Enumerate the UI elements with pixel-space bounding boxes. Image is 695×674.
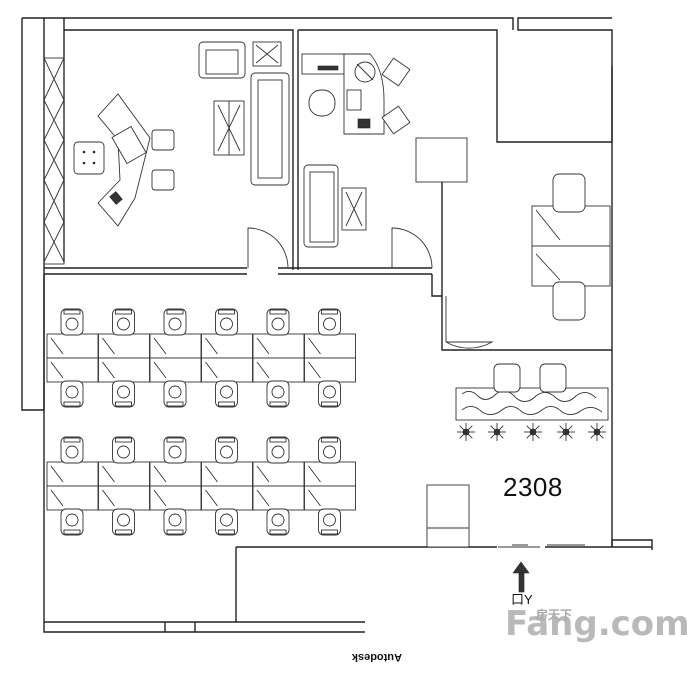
workstation-desk [201, 461, 253, 511]
potted-plant-icon [588, 423, 606, 441]
manager-desks [531, 173, 611, 321]
door-swings [247, 227, 585, 548]
desk-chair-icon [318, 380, 341, 408]
entrance-label: 口Y [511, 592, 533, 607]
workstation-desk [98, 333, 150, 383]
workstations-top [46, 308, 356, 408]
workstation-desk [252, 333, 305, 383]
desk-chair-icon [318, 508, 341, 536]
workstation-desk [149, 333, 202, 383]
desk-chair-icon [266, 508, 290, 536]
wall-cabinet [43, 57, 65, 265]
sofa-set-1 [198, 41, 290, 186]
desk-chair-icon [112, 436, 135, 464]
potted-plant-icon [488, 423, 506, 441]
desk-chair-icon [60, 380, 84, 408]
desk-chair-icon [266, 436, 290, 464]
desk-chair-icon [60, 308, 84, 336]
desk-chair-icon [318, 308, 341, 336]
reception-counter [455, 363, 609, 441]
desk-chair-icon [163, 308, 187, 336]
desk-chair-icon [215, 380, 238, 408]
desk-chair-icon [163, 508, 187, 536]
desk-chair-icon [112, 380, 135, 408]
room-number: 2308 [503, 472, 563, 502]
desk-chair-icon [215, 508, 238, 536]
footer-label: Autodesk [351, 651, 402, 663]
potted-plant-icon [457, 423, 475, 441]
workstation-desk [304, 333, 356, 383]
desk-chair-icon [60, 436, 84, 464]
desk-chair-icon [112, 508, 135, 536]
watermark-sub: 房天下 [536, 608, 573, 622]
desk-chair-icon [318, 436, 341, 464]
executive-desk [73, 93, 175, 227]
desk-chair-icon [266, 308, 290, 336]
workstations-bottom [46, 436, 356, 536]
desk-chair-icon [163, 380, 187, 408]
desk-chair-icon [266, 380, 290, 408]
reception-cabinet [426, 484, 470, 548]
workstation-desk [149, 461, 202, 511]
entrance-arrow-icon [512, 561, 530, 593]
potted-plant-icon [524, 423, 542, 441]
workstation-desk [252, 461, 305, 511]
workstation-desk [304, 461, 356, 511]
workstation-desk [98, 461, 150, 511]
workstation-desk [46, 333, 99, 383]
watermark-logo: Fang.com [505, 604, 690, 644]
office-2-furniture [301, 53, 411, 248]
desk-chair-icon [215, 308, 238, 336]
desk-chair-icon [112, 308, 135, 336]
desk-chair-icon [60, 508, 84, 536]
potted-plant-icon [557, 423, 575, 441]
workstation-desk [201, 333, 253, 383]
storage-column [415, 137, 468, 183]
desk-chair-icon [163, 436, 187, 464]
workstation-desk [46, 461, 99, 511]
desk-chair-icon [215, 436, 238, 464]
